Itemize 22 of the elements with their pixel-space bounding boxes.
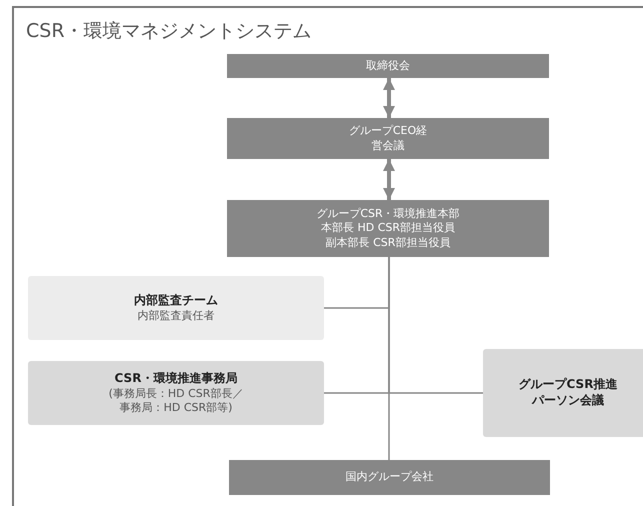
office-box bbox=[28, 361, 324, 425]
org-box bbox=[227, 118, 549, 159]
org-box bbox=[227, 200, 549, 257]
box-heading: グループCSR・環境推進本部 bbox=[316, 207, 460, 222]
connector-line bbox=[388, 257, 483, 394]
box-text: 内部監査責任者 bbox=[138, 308, 214, 323]
org-box bbox=[229, 460, 550, 495]
box-heading: 取締役会 bbox=[366, 58, 410, 74]
org-box bbox=[227, 54, 549, 78]
box-heading: グループCSR推進パーソン会議 bbox=[518, 377, 618, 409]
box-heading: CSR・環境推進事務局 bbox=[114, 370, 238, 386]
diagram-title: CSR・環境マネジメントシステム bbox=[26, 19, 312, 44]
double-arrow bbox=[383, 78, 395, 118]
box-text: 本部長 HD CSR部担当役員 bbox=[320, 221, 456, 236]
team-box bbox=[28, 276, 324, 340]
box-heading: 国内グループ会社 bbox=[346, 470, 434, 485]
box-text: 副本部長 CSR部担当役員 bbox=[326, 236, 450, 250]
double-arrow bbox=[383, 159, 395, 200]
box-heading: グループCEO経営会議 bbox=[348, 124, 428, 153]
box-heading: 内部監査チーム bbox=[134, 293, 218, 309]
office-box bbox=[483, 349, 643, 437]
box-text: (事務局長：HD CSR部長／事務局：HD CSR部等) bbox=[108, 386, 244, 416]
